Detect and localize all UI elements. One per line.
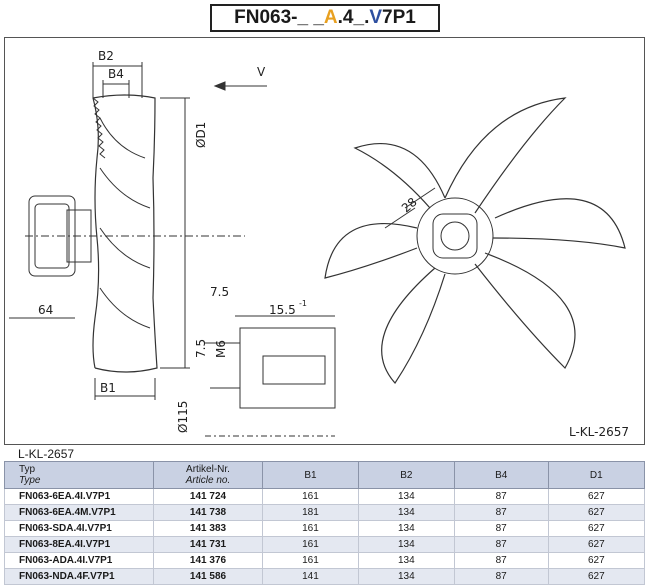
- title-seg-1: FN063-_ _: [234, 7, 324, 28]
- header-article-sub: Article no.: [185, 475, 231, 486]
- cell-article: 141 376: [153, 552, 263, 569]
- cell-b1: 161: [262, 536, 359, 553]
- dim-b2: B2: [98, 49, 114, 63]
- dim-d115: Ø115: [176, 401, 190, 433]
- cell-b2: 134: [357, 568, 455, 585]
- cell-b2: 134: [357, 504, 455, 521]
- cell-b4: 87: [453, 568, 549, 585]
- dim-v: V: [257, 65, 266, 79]
- cell-type: FN063-6EA.4I.V7P1: [4, 488, 154, 505]
- table-row: FN063-SDA.4I.V7P1 141 383 161 134 87 627: [4, 520, 646, 537]
- cell-d1: 627: [547, 520, 646, 537]
- cell-b4: 87: [453, 552, 549, 569]
- title-seg-3: .4_.: [337, 7, 370, 28]
- cell-type: FN063-SDA.4I.V7P1: [4, 520, 154, 537]
- cell-b2: 134: [357, 536, 455, 553]
- table-row: FN063-8EA.4I.V7P1 141 731 161 134 87 627: [4, 536, 646, 553]
- cell-type: FN063-NDA.4F.V7P1: [4, 568, 154, 585]
- header-b2: B2: [357, 461, 455, 489]
- dim-b4: B4: [108, 67, 124, 81]
- header-article: Artikel-Nr.Article no.: [153, 461, 263, 489]
- dim-28: 28: [399, 195, 420, 216]
- dim-15-5-sup: -1: [299, 299, 307, 308]
- cell-article: 141 731: [153, 536, 263, 553]
- header-b1: B1: [262, 461, 359, 489]
- dim-7-5-top: 7.5: [210, 285, 229, 299]
- cell-article: 141 738: [153, 504, 263, 521]
- header-article-main: Artikel-Nr.: [186, 464, 230, 475]
- cell-b1: 141: [262, 568, 359, 585]
- dim-d1: ØD1: [194, 122, 208, 148]
- cell-d1: 627: [547, 488, 646, 505]
- table-row: FN063-NDA.4F.V7P1 141 586 141 134 87 627: [4, 568, 646, 585]
- table-row: FN063-6EA.4I.V7P1 141 724 161 134 87 627: [4, 488, 646, 505]
- cell-b4: 87: [453, 536, 549, 553]
- cell-b2: 134: [357, 520, 455, 537]
- cell-b1: 161: [262, 552, 359, 569]
- header-d1: D1: [547, 461, 646, 489]
- table-row: FN063-ADA.4I.V7P1 141 376 161 134 87 627: [4, 552, 646, 569]
- cell-d1: 627: [547, 552, 646, 569]
- cell-b1: 161: [262, 520, 359, 537]
- cell-b1: 161: [262, 488, 359, 505]
- table-caption: L-KL-2657: [18, 447, 75, 461]
- header-type-sub: Type: [19, 475, 41, 486]
- title-seg-4: V: [369, 7, 383, 28]
- header-type-main: Typ: [19, 464, 36, 475]
- dim-64: 64: [38, 303, 53, 317]
- cell-type: FN063-6EA.4M.V7P1: [4, 504, 154, 521]
- cell-d1: 627: [547, 536, 646, 553]
- dim-7-5-side: 7.5: [194, 339, 208, 358]
- drawing-reference: L-KL-2657: [569, 425, 629, 439]
- cell-type: FN063-8EA.4I.V7P1: [4, 536, 154, 553]
- dim-b1: B1: [100, 381, 116, 395]
- dim-15-5: 15.5: [269, 303, 296, 317]
- cell-d1: 627: [547, 568, 646, 585]
- cell-b4: 87: [453, 504, 549, 521]
- cell-article: 141 724: [153, 488, 263, 505]
- table-row: FN063-6EA.4M.V7P1 141 738 181 134 87 627: [4, 504, 646, 521]
- header-b4: B4: [453, 461, 549, 489]
- cell-b4: 87: [453, 488, 549, 505]
- cell-b2: 134: [357, 488, 455, 505]
- cell-type: FN063-ADA.4I.V7P1: [4, 552, 154, 569]
- title-seg-2: A: [323, 7, 338, 28]
- cell-b4: 87: [453, 520, 549, 537]
- cell-article: 141 586: [153, 568, 263, 585]
- technical-drawing: B2 B4 V ØD1 64 B1 28 7.5 15.5 -1 7.5 M6 …: [9, 49, 629, 439]
- technical-drawing-frame: B2 B4 V ØD1 64 B1 28 7.5 15.5 -1 7.5 M6 …: [4, 37, 645, 445]
- cell-article: 141 383: [153, 520, 263, 537]
- cell-d1: 627: [547, 504, 646, 521]
- dim-m6: M6: [214, 340, 228, 358]
- cell-b2: 134: [357, 552, 455, 569]
- title-seg-5: 7P1: [382, 7, 416, 28]
- cell-b1: 181: [262, 504, 359, 521]
